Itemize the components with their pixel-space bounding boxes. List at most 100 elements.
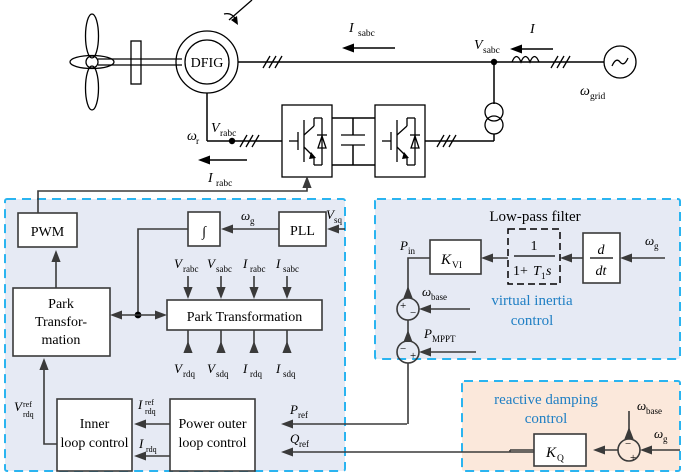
pref-sub: ref — [298, 410, 308, 420]
sum2-sign-minus: − — [400, 343, 406, 355]
park-input-arrow-1 — [216, 276, 226, 299]
vsabc-sub: sabc — [483, 46, 500, 56]
kq-sub: Q — [557, 454, 564, 464]
filter-den-s: s — [546, 264, 552, 279]
park-input-arrow-3 — [282, 276, 292, 299]
omega-g-sub: g — [250, 216, 255, 226]
rd-omega-g-arrow — [640, 445, 680, 455]
irdq-ref-arrow — [134, 419, 170, 429]
park-output-sub-3: sdq — [283, 369, 296, 379]
integrator-block[interactable] — [187, 211, 221, 247]
park-output-arrow-2 — [249, 330, 259, 353]
filter-den-pre: 1+ — [513, 264, 528, 279]
power-outer-line1: Power outer — [178, 417, 246, 432]
kq-gain-block[interactable] — [533, 433, 587, 467]
vrdq-ref-sup: ref — [23, 400, 32, 409]
pmppt-sub: MPPT — [432, 334, 456, 344]
park-output-arrow-0 — [183, 330, 193, 353]
park-main-label: Park Transformation — [187, 310, 303, 325]
park-transformation-left-block[interactable] — [12, 287, 111, 357]
pwm-block[interactable] — [17, 212, 78, 248]
vrdq-ref-feedback — [39, 358, 57, 445]
park-input-sub-0: rabc — [183, 264, 199, 274]
rd-omega-base-sub: base — [646, 406, 662, 416]
pll-label: PLL — [290, 224, 315, 239]
irdq-arrow — [134, 451, 170, 461]
filter-denominator: 1+ T 1 s — [513, 264, 552, 281]
three-phase-marks-gsc — [436, 134, 457, 148]
park-input-sub-1: sabc — [216, 264, 232, 274]
wind-turbine — [69, 13, 182, 111]
power-outer-line2: loop control — [178, 436, 246, 451]
inner-loop-line2: loop control — [60, 436, 128, 451]
reactive-damping-panel — [461, 380, 681, 472]
park-output-label-1: V — [207, 361, 217, 376]
park-output-label-3: I — [275, 361, 281, 376]
rd-sum-sign-plus: + — [630, 452, 636, 464]
irdq-base: I — [138, 436, 144, 451]
park-output-arrow-1 — [216, 330, 226, 353]
vsq-sub: sq — [334, 215, 343, 225]
pin-path — [403, 257, 430, 298]
omega-base-into-sum1 — [419, 304, 470, 314]
irdq-ref-sub: rdq — [145, 407, 156, 416]
vrdq-ref-base: V — [14, 399, 24, 414]
qref-arrow — [281, 447, 534, 457]
irabc-arrow — [198, 155, 247, 165]
vi-omega-base-label: ω — [422, 284, 431, 299]
omega-grid-label: ω — [580, 84, 590, 99]
vrdq-ref-sub: rdq — [23, 410, 34, 419]
pmppt-into-sum2 — [419, 347, 476, 357]
omega-g-label: ω — [241, 208, 250, 223]
park-left-line3: mation — [42, 333, 81, 348]
low-pass-filter-block[interactable] — [507, 228, 561, 285]
irdq-ref-sup: ref — [145, 398, 154, 407]
pin-base: P — [399, 238, 408, 253]
park-output-label-2: I — [242, 361, 248, 376]
inner-loop-line1: Inner — [80, 417, 110, 432]
sum2-sign-plus: + — [410, 350, 416, 362]
power-outer-loop-control-block[interactable] — [169, 398, 256, 472]
vsq-label: V — [326, 207, 336, 222]
vi-input-base: ω — [645, 233, 654, 248]
park-left-line2: Transfor- — [35, 315, 87, 330]
three-phase-marks-grid — [550, 55, 571, 69]
park-input-label-2: I — [242, 256, 248, 271]
line-inductor — [511, 55, 540, 64]
park-input-arrow-2 — [249, 276, 259, 299]
grid-source-icon — [603, 45, 637, 79]
grid-side-transformer — [465, 62, 504, 142]
integrator-label: ∫ — [201, 225, 207, 240]
vi-input-arrow — [620, 253, 665, 263]
kq-base: K — [545, 445, 557, 461]
vi-omega-base-sub: base — [431, 292, 447, 302]
sum1-sign-minus: − — [410, 307, 416, 319]
low-pass-filter-title: Low-pass filter — [489, 209, 580, 225]
vrabc-label: V — [211, 121, 221, 136]
rd-omega-base-arrow — [624, 411, 634, 439]
sum1-to-sum2 — [403, 320, 413, 342]
omega-r-sub: r — [196, 137, 200, 147]
park-input-sub-2: rabc — [250, 264, 266, 274]
derivative-numerator: d — [598, 243, 606, 258]
pmppt-base: P — [423, 326, 432, 341]
omega-r-label: ω — [187, 129, 197, 144]
isabc-sub: sabc — [358, 29, 375, 39]
park-left-line1: Park — [48, 297, 74, 312]
irdq-sub: rdq — [146, 445, 157, 454]
isabc-arrow — [342, 43, 395, 53]
park-left-to-pwm — [51, 250, 61, 288]
park-input-sub-3: sabc — [283, 264, 299, 274]
pwm-gate-feed — [37, 176, 312, 228]
theta-bus — [137, 228, 188, 315]
inner-loop-control-block[interactable] — [56, 398, 133, 472]
pll-block[interactable] — [278, 211, 327, 247]
derivative-denominator: dt — [596, 264, 608, 279]
kvi-gain-block[interactable] — [429, 239, 482, 275]
qref-base: Q — [290, 431, 300, 446]
grid-current-label: I — [529, 22, 536, 37]
omega-g-wire — [221, 224, 279, 234]
park-transformation-main-block[interactable] — [166, 299, 323, 331]
